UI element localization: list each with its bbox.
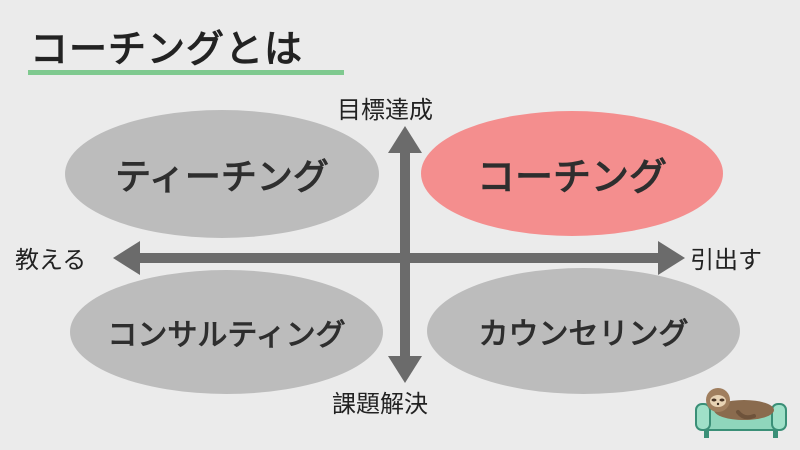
quadrant-coaching-label: コーチング: [476, 155, 667, 199]
arrow-right-icon: [658, 241, 685, 275]
quadrant-counseling-label: カウンセリング: [478, 317, 689, 352]
quadrant-consulting: コンサルティング: [70, 270, 383, 394]
quadrant-consulting-label: コンサルティング: [107, 318, 346, 353]
arrow-up-icon: [388, 126, 422, 153]
axis-label-top: 目標達成: [337, 96, 433, 124]
quadrant-teaching: ティーチング: [65, 110, 379, 238]
axis-label-left: 教える: [15, 246, 87, 274]
quadrant-counseling: カウンセリング: [427, 268, 740, 394]
vertical-axis-line: [400, 140, 410, 370]
arrow-left-icon: [113, 241, 140, 275]
title-underline: [28, 70, 344, 75]
axis-label-bottom: 課題解決: [332, 390, 428, 418]
sloth-on-sofa-icon: [695, 388, 787, 438]
quadrant-coaching: コーチング: [421, 111, 723, 236]
quadrant-teaching-label: ティーチング: [115, 157, 329, 198]
axis-label-right: 引出す: [690, 246, 762, 274]
arrow-down-icon: [388, 356, 422, 383]
page-title: コーチングとは: [30, 27, 304, 71]
